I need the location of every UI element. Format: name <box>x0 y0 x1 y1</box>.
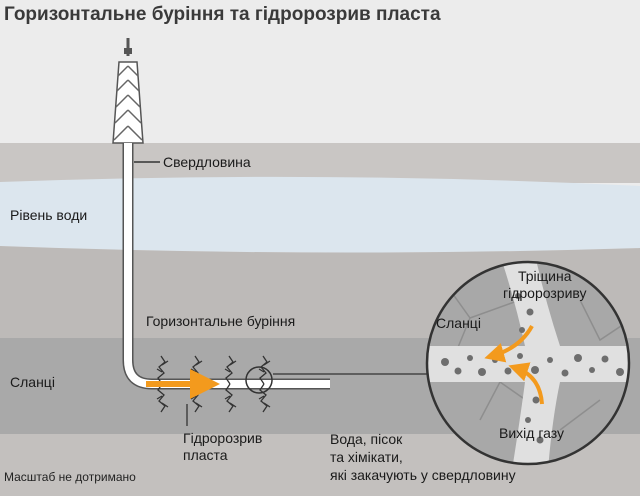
drilling-rig-icon <box>112 38 144 144</box>
label-horizontal-drilling: Горизонтальне буріння <box>146 313 296 329</box>
magnifier-marker <box>245 366 273 394</box>
soil-layer-top <box>0 143 640 183</box>
label-fracture: Тріщина гідророзриву <box>503 268 587 301</box>
diagram-title: Горизонтальне буріння та гідророзрив пла… <box>4 4 441 25</box>
label-water-level: Рівень води <box>10 207 88 223</box>
water-layer <box>0 176 640 253</box>
label-fracking: Гідророзрив пласта <box>183 430 263 463</box>
label-gas-exit: Вихід газу <box>499 425 565 441</box>
label-injection: Вода, пісок та хімікати, які закачують у… <box>330 431 516 483</box>
label-wellbore: Свердловина <box>163 154 251 170</box>
label-shale: Сланці <box>10 374 55 390</box>
inset-magnified-view <box>427 262 629 464</box>
label-shale-inset: Сланці <box>436 315 481 331</box>
scale-note: Масштаб не дотримано <box>4 470 136 484</box>
